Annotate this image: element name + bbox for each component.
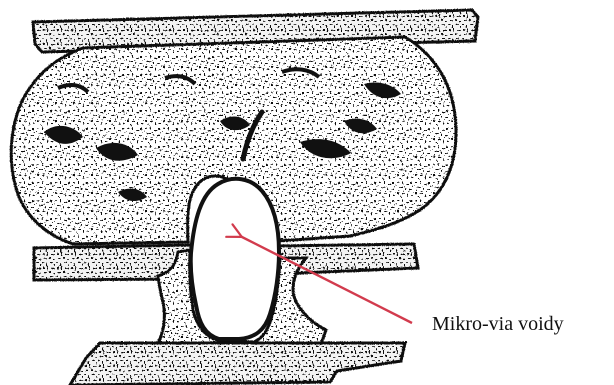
microvia-void: [191, 179, 279, 339]
bottom-copper-layer: [70, 343, 405, 385]
annotation-label: Mikro-via voidy: [432, 313, 564, 335]
